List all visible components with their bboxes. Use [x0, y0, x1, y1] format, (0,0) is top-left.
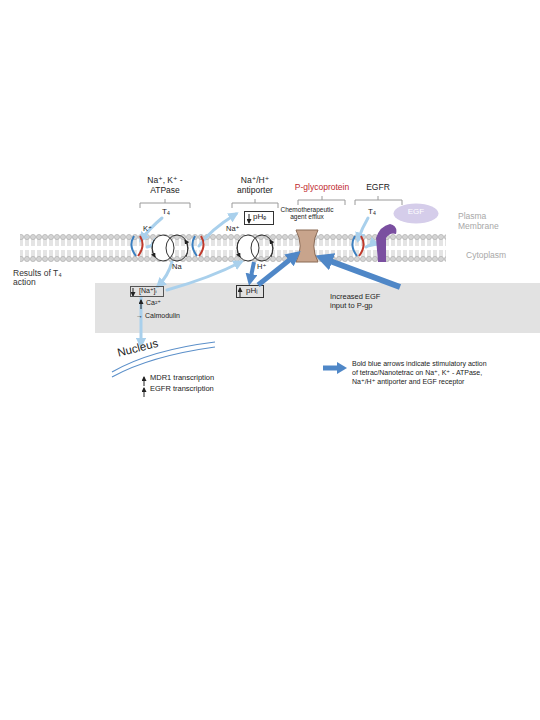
- node-text: [Na⁺]ᵢ: [139, 287, 165, 295]
- change-arrows: [133, 214, 249, 397]
- ion-label: Na⁺: [226, 225, 248, 234]
- column-brackets: [140, 196, 402, 208]
- egf-receptor: [376, 224, 396, 262]
- legend-swatch: [322, 362, 348, 374]
- stimulatory-arrow: [322, 258, 400, 287]
- hourglass-outline: [296, 230, 318, 262]
- ph-box: pHᵢ: [236, 285, 264, 298]
- node-text: pHₑ: [253, 213, 273, 222]
- pathway-label: → Calmodulin: [136, 312, 216, 320]
- pump-hourglass: [296, 230, 318, 262]
- hormone-label: T₄: [363, 207, 381, 216]
- ph-box: pHₑ: [244, 211, 274, 225]
- results-band: [Na⁺]ᵢpHᵢResults of T₄ action: [95, 283, 540, 333]
- pgp-pump: Chemotherapeutic agent efflux: [296, 230, 318, 262]
- ion-label: H⁺: [257, 263, 275, 272]
- hormone-label: T₄: [157, 207, 175, 216]
- node-text: pHᵢ: [246, 287, 265, 296]
- region-label: Cytoplasm: [466, 251, 528, 261]
- gene-label: EGFR transcription: [150, 385, 250, 394]
- egf-ligand: EGF: [393, 203, 439, 224]
- integrin-receptor: [131, 236, 363, 256]
- transporter-heading: Na⁺/H⁺ antiporter: [223, 176, 287, 196]
- node-text: Chemotherapeutic agent efflux: [280, 206, 334, 220]
- gene-label: MDR1 transcription: [150, 374, 250, 383]
- ligand-ellipse: [394, 204, 439, 224]
- ion-label: Ca²⁺: [146, 299, 176, 307]
- ion-label: K⁺: [143, 225, 161, 234]
- transporter-heading: EGFR: [356, 183, 400, 193]
- legend-text: Bold blue arrows indicate stimulatory ac…: [352, 360, 492, 386]
- antiporter-symbol: [237, 235, 273, 261]
- ion-box: [Na⁺]ᵢ: [130, 286, 164, 297]
- atpase-symbol: [152, 235, 188, 261]
- stimulatory-arrow: [250, 262, 254, 281]
- transporter-heading: P-glycoprotein: [276, 183, 368, 193]
- node-text: EGF: [393, 208, 439, 217]
- node-text: Results of T₄ action: [13, 269, 85, 288]
- region-label: Plasma Membrane: [458, 212, 520, 232]
- transporter-heading: Na⁺, K⁺ - ATPase: [133, 176, 197, 196]
- pathway-arrows: [141, 214, 377, 345]
- annotation-note: Increased EGF input to P-gp: [330, 293, 394, 310]
- ion-label: Na: [172, 263, 192, 272]
- results-band-fill: [95, 283, 540, 333]
